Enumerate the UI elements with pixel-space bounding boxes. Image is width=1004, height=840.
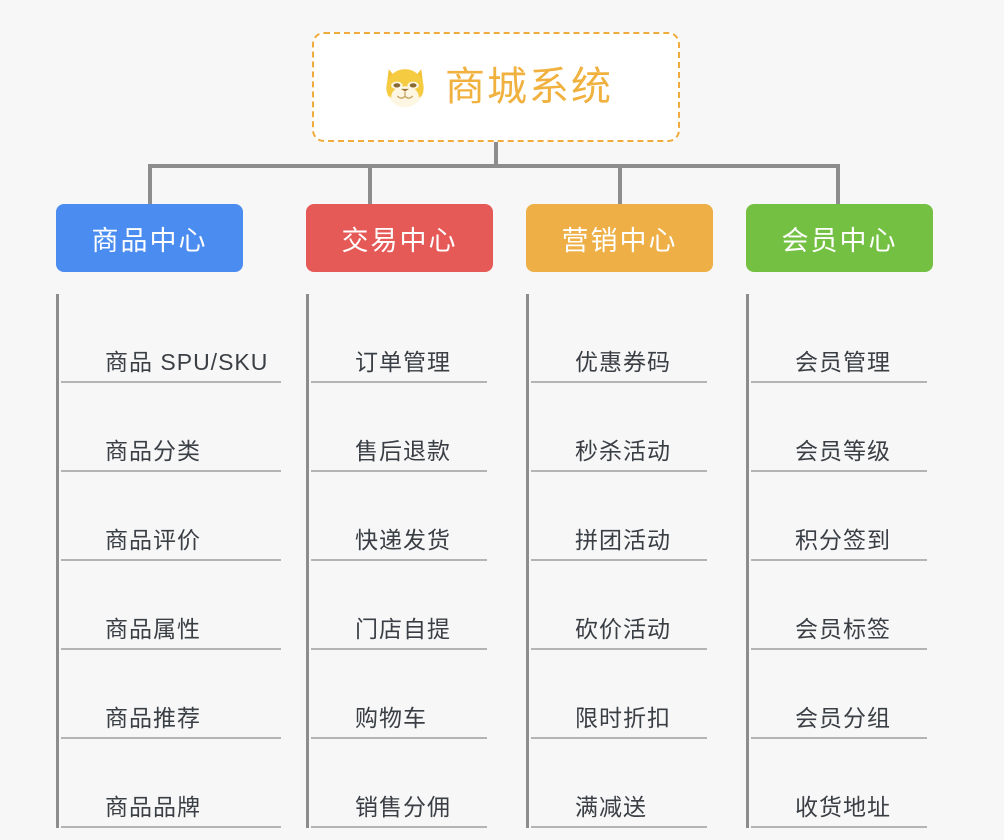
category-label: 会员中心	[781, 225, 898, 256]
leaf-label: 订单管理	[355, 348, 451, 375]
leaf-label: 商品属性	[105, 615, 201, 642]
leaf-label: 商品品牌	[105, 793, 201, 820]
leaf-item[interactable]: 订单管理	[311, 294, 487, 383]
category-header-product[interactable]: 商品中心	[56, 204, 243, 272]
category-label: 营销中心	[561, 225, 678, 256]
leaf-item[interactable]: 秒杀活动	[531, 383, 707, 472]
leaf-label: 门店自提	[355, 615, 451, 642]
leaf-list-product: 商品 SPU/SKU 商品分类 商品评价 商品属性 商品推荐 商品品牌	[56, 294, 281, 828]
leaf-label: 会员标签	[795, 615, 891, 642]
leaf-item[interactable]: 商品分类	[61, 383, 281, 472]
branch-column-product: 商品中心 商品 SPU/SKU 商品分类 商品评价 商品属性 商品推荐 商品品牌	[56, 204, 281, 828]
leaf-item[interactable]: 销售分佣	[311, 739, 487, 828]
leaf-label: 会员管理	[795, 348, 891, 375]
leaf-item[interactable]: 商品品牌	[61, 739, 281, 828]
leaf-item[interactable]: 商品 SPU/SKU	[61, 294, 281, 383]
leaf-item[interactable]: 会员分组	[751, 650, 927, 739]
leaf-item[interactable]: 门店自提	[311, 561, 487, 650]
leaf-label: 商品分类	[105, 437, 201, 464]
leaf-item[interactable]: 商品评价	[61, 472, 281, 561]
branch-column-marketing: 营销中心 优惠券码 秒杀活动 拼团活动 砍价活动 限时折扣 满减送	[526, 204, 746, 828]
leaf-label: 限时折扣	[575, 704, 671, 731]
category-header-member[interactable]: 会员中心	[746, 204, 933, 272]
leaf-item[interactable]: 砍价活动	[531, 561, 707, 650]
leaf-item[interactable]: 快递发货	[311, 472, 487, 561]
connector-drop-1	[148, 164, 152, 206]
leaf-label: 会员等级	[795, 437, 891, 464]
leaf-label: 收货地址	[795, 793, 891, 820]
connector-drop-3	[618, 164, 622, 206]
leaf-label: 拼团活动	[575, 526, 671, 553]
leaf-label: 积分签到	[795, 526, 891, 553]
leaf-item[interactable]: 商品推荐	[61, 650, 281, 739]
leaf-label: 秒杀活动	[575, 437, 671, 464]
leaf-label: 砍价活动	[575, 615, 671, 642]
leaf-list-trade: 订单管理 售后退款 快递发货 门店自提 购物车 销售分佣	[306, 294, 526, 828]
branch-column-trade: 交易中心 订单管理 售后退款 快递发货 门店自提 购物车 销售分佣	[306, 204, 526, 828]
root-title: 商城系统	[445, 65, 613, 109]
leaf-label: 满减送	[575, 793, 647, 820]
leaf-item[interactable]: 满减送	[531, 739, 707, 828]
connector-horizontal-bus	[148, 164, 840, 168]
category-label: 交易中心	[341, 225, 458, 256]
connector-drop-4	[836, 164, 840, 206]
leaf-list-member: 会员管理 会员等级 积分签到 会员标签 会员分组 收货地址	[746, 294, 966, 828]
leaf-label: 优惠券码	[575, 348, 671, 375]
leaf-label: 快递发货	[355, 526, 451, 553]
connector-root-stem	[494, 142, 498, 168]
leaf-item[interactable]: 会员管理	[751, 294, 927, 383]
leaf-item[interactable]: 会员标签	[751, 561, 927, 650]
leaf-label: 售后退款	[355, 437, 451, 464]
leaf-item[interactable]: 购物车	[311, 650, 487, 739]
category-header-marketing[interactable]: 营销中心	[526, 204, 713, 272]
root-node-shop-system[interactable]: 商城系统	[312, 32, 680, 142]
category-header-trade[interactable]: 交易中心	[306, 204, 493, 272]
leaf-item[interactable]: 限时折扣	[531, 650, 707, 739]
leaf-item[interactable]: 会员等级	[751, 383, 927, 472]
leaf-item[interactable]: 积分签到	[751, 472, 927, 561]
leaf-item[interactable]: 商品属性	[61, 561, 281, 650]
leaf-list-marketing: 优惠券码 秒杀活动 拼团活动 砍价活动 限时折扣 满减送	[526, 294, 746, 828]
leaf-label: 销售分佣	[355, 793, 451, 820]
leaf-item[interactable]: 售后退款	[311, 383, 487, 472]
leaf-label: 商品 SPU/SKU	[105, 348, 269, 375]
leaf-label: 商品推荐	[105, 704, 201, 731]
category-label: 商品中心	[91, 225, 208, 256]
shiba-dog-face-icon	[386, 69, 424, 108]
branch-column-member: 会员中心 会员管理 会员等级 积分签到 会员标签 会员分组 收货地址	[746, 204, 966, 828]
leaf-item[interactable]: 收货地址	[751, 739, 927, 828]
leaf-item[interactable]: 优惠券码	[531, 294, 707, 383]
leaf-item[interactable]: 拼团活动	[531, 472, 707, 561]
leaf-label: 商品评价	[105, 526, 201, 553]
leaf-label: 购物车	[355, 704, 427, 731]
leaf-label: 会员分组	[795, 704, 891, 731]
connector-drop-2	[368, 164, 372, 206]
